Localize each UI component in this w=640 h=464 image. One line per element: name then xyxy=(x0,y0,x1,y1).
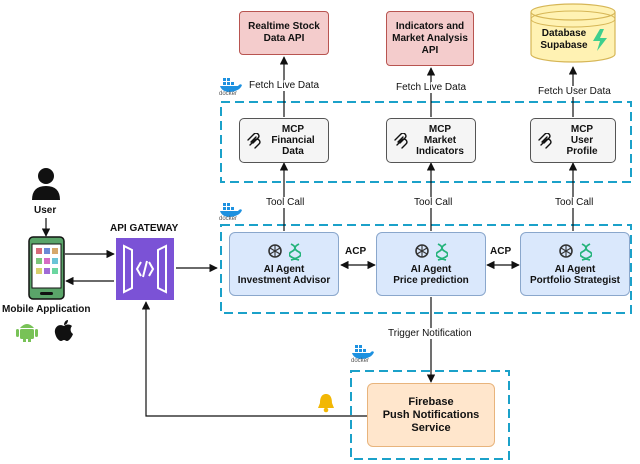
mcp-icon xyxy=(394,132,408,149)
edge-label-tool-call-2: Tool Call xyxy=(414,197,453,208)
firebase-service-box: Firebase Push Notifications Service xyxy=(367,383,495,447)
mobile-phone-icon xyxy=(28,236,65,300)
gateway-label: API GATEWAY xyxy=(110,223,179,234)
firebase-line2: Push Notifications xyxy=(382,408,480,421)
user-icon xyxy=(32,168,60,200)
openai-icon xyxy=(268,243,282,258)
mcp3-line2: User xyxy=(570,135,594,146)
stock-api-box: Realtime Stock Data API xyxy=(239,11,329,55)
mcp-icon xyxy=(538,132,552,149)
docker-label-top: docker xyxy=(219,91,238,97)
indicators-api-line3: API xyxy=(421,44,439,56)
docker-icon-bottom xyxy=(352,345,374,359)
docker-label-bottom: docker xyxy=(351,358,370,364)
mcp1-line3: Data xyxy=(282,146,304,157)
docker-container-firebase xyxy=(350,370,510,460)
android-icon xyxy=(16,324,38,342)
edge-label-tool-call-1: Tool Call xyxy=(266,197,305,208)
stock-api-line2: Data API xyxy=(263,33,305,44)
mcp1-line2: Financial xyxy=(271,135,315,146)
agent1-line1: AI Agent xyxy=(263,263,305,275)
agent-investment-advisor: AI Agent Investment Advisor xyxy=(229,232,339,296)
docker-container-mcp xyxy=(220,101,632,183)
edge-firebase-to-gateway xyxy=(141,301,367,417)
edge-label-fetch-live-2: Fetch Live Data xyxy=(396,82,467,93)
apple-icon xyxy=(54,320,73,341)
bell-icon xyxy=(318,394,334,413)
docker-label-mid: docker xyxy=(219,216,238,222)
edge-label-acp-2: ACP xyxy=(490,246,512,257)
database-line1: Database xyxy=(541,28,587,39)
mcp-user-profile: MCP User Profile xyxy=(530,118,616,163)
docker-icon-mid xyxy=(220,203,242,217)
agent2-line1: AI Agent xyxy=(410,263,452,275)
mcp2-line1: MCP xyxy=(428,124,452,135)
indicators-api-line2: Market Analysis xyxy=(392,32,468,44)
mcp3-line3: Profile xyxy=(566,146,598,157)
mcp-market-indicators: MCP Market Indicators xyxy=(386,118,476,163)
edge-label-tool-call-3: Tool Call xyxy=(555,197,594,208)
dna-icon xyxy=(580,242,592,261)
edge-label-fetch-live-1: Fetch Live Data xyxy=(249,80,320,91)
mobile-label: Mobile Application xyxy=(2,304,91,315)
mcp-icon xyxy=(247,132,261,149)
docker-icon-top xyxy=(220,78,242,92)
database-line2: Supabase xyxy=(540,40,588,51)
edge-label-trigger: Trigger Notification xyxy=(388,328,472,339)
edge-label-fetch-user: Fetch User Data xyxy=(538,86,611,97)
indicators-api-box: Indicators and Market Analysis API xyxy=(386,11,474,66)
agent3-line1: AI Agent xyxy=(554,263,596,275)
mcp1-line1: MCP xyxy=(281,124,305,135)
dna-icon xyxy=(436,242,448,261)
api-gateway-icon xyxy=(116,238,174,300)
agent1-line2: Investment Advisor xyxy=(237,274,331,286)
mcp2-line2: Market xyxy=(423,135,457,146)
mcp3-line1: MCP xyxy=(570,124,594,135)
stock-api-line1: Realtime Stock xyxy=(248,21,320,32)
docker-container-agents xyxy=(220,224,632,314)
openai-icon xyxy=(559,243,573,258)
firebase-line1: Firebase xyxy=(408,395,454,408)
database-label: Database Supabase xyxy=(532,26,596,54)
agent-price-prediction: AI Agent Price prediction xyxy=(376,232,486,296)
edge-label-acp-1: ACP xyxy=(345,246,367,257)
mcp-financial-data: MCP Financial Data xyxy=(239,118,329,163)
supabase-icon xyxy=(593,29,607,51)
user-label: User xyxy=(34,205,57,216)
mcp2-line3: Indicators xyxy=(416,146,464,157)
database-cylinder xyxy=(530,3,616,63)
agent2-line2: Price prediction xyxy=(393,274,469,286)
openai-icon xyxy=(415,243,429,258)
indicators-api-line1: Indicators and xyxy=(395,20,465,32)
dna-icon xyxy=(289,242,301,261)
agent3-line2: Portfolio Strategist xyxy=(529,274,620,286)
agent-portfolio-strategist: AI Agent Portfolio Strategist xyxy=(520,232,630,296)
firebase-line3: Service xyxy=(411,421,451,434)
